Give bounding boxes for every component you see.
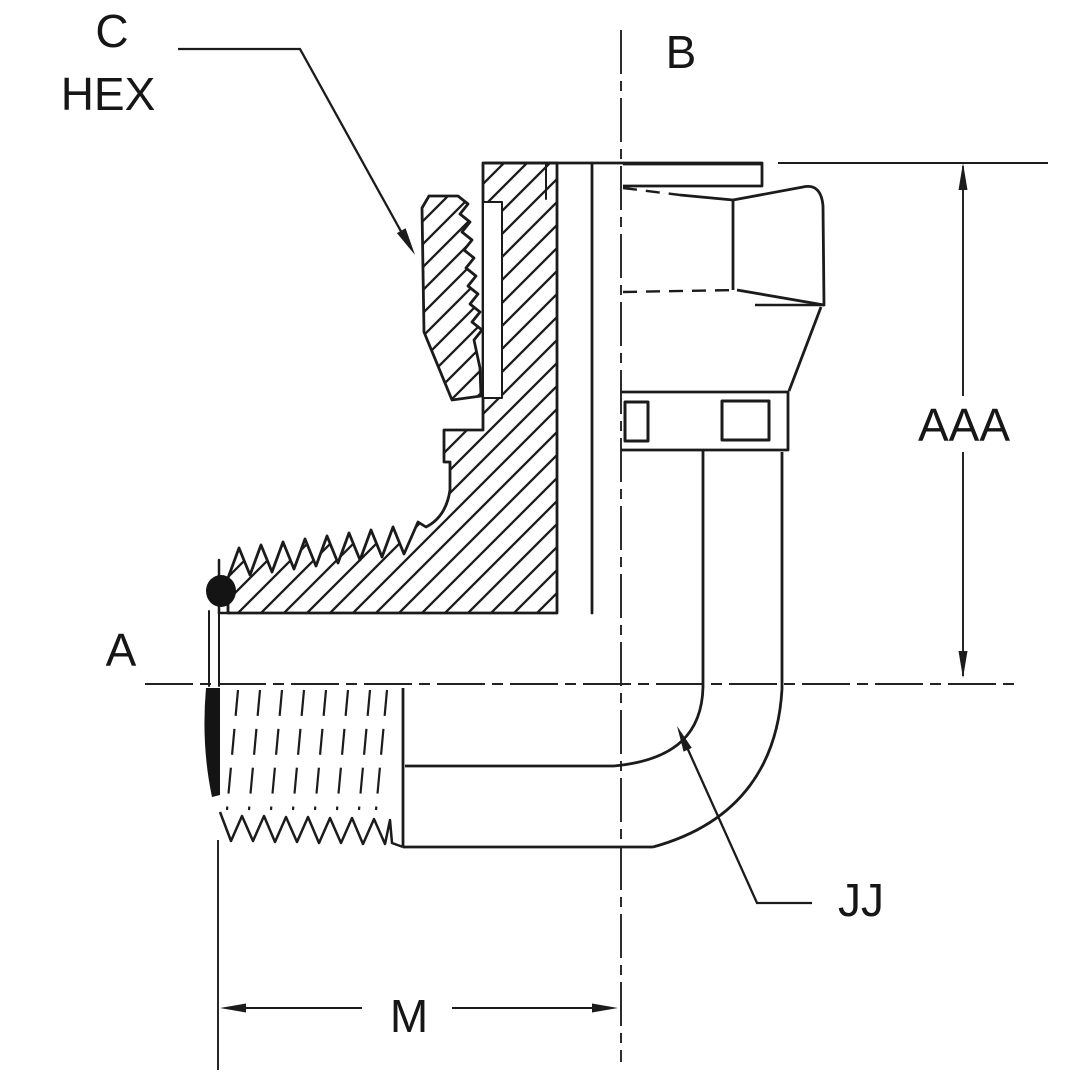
seal-ring [206,575,236,607]
thread-relief-slot [482,201,503,399]
label-b: B [666,26,697,78]
thread-tip-seal [204,575,236,797]
pipe-end-inner-lines [208,610,220,687]
label-jj: JJ [838,874,884,926]
m-arrow-left [220,1003,246,1013]
c-hex-callout: C HEX [61,5,415,255]
m-dimension [217,840,618,1070]
bend-outer-radius [652,688,784,849]
jj-callout [677,726,812,905]
label-hex: HEX [61,68,156,120]
jj-leader-arrowhead [677,726,692,752]
nut-top-right-face [732,185,826,307]
tip-chamfer-dark [204,688,220,797]
label-c: C [95,5,128,57]
elbow-bend [401,686,784,849]
thread-crest-zigzag [218,811,404,849]
nut-top-left-face [679,193,734,202]
band-window-left [623,400,650,443]
sleeve-top-collar [623,162,764,188]
label-m: M [390,990,428,1042]
c-hex-leader-line [178,47,405,236]
aaa-arrow-down [958,651,968,678]
label-a: A [106,624,137,676]
label-aaa: AAA [918,399,1010,451]
aaa-dimension [778,162,1048,678]
nut-top-left-hidden [622,186,681,197]
body-wall-section [226,161,559,615]
c-hex-section [420,194,484,402]
nut-bottom-hidden [622,288,738,294]
nut-skirt [787,306,823,392]
thread-lines [225,689,389,811]
aaa-arrow-up [958,163,968,190]
sleeve-band [621,390,790,452]
band-window-right [720,399,771,442]
body-section-hatched [226,161,559,615]
jj-leader-line [679,733,812,905]
m-arrow-right [592,1003,618,1013]
c-hex-leader-arrowhead [396,228,415,255]
swivel-nut-assembly [621,162,826,689]
male-npt-thread-external [218,689,404,849]
